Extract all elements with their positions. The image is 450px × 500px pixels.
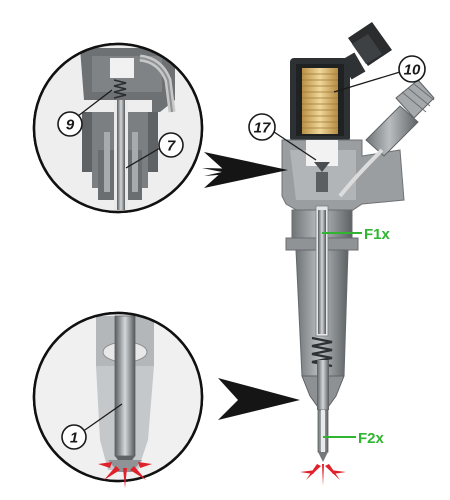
leader-7	[125, 147, 161, 169]
callout-9: 9	[57, 111, 83, 137]
force-indicator-upper: F1x	[322, 226, 391, 243]
callout-17-label: 17	[254, 120, 271, 137]
spray-main	[300, 464, 346, 486]
detail-lens-upper	[32, 42, 204, 214]
return-spring	[311, 336, 333, 368]
callout-10: 10	[398, 55, 426, 83]
pointer-arrow-lower	[218, 378, 300, 420]
force-indicator-lower: F2x	[323, 430, 385, 447]
force-label-lower: F2x	[358, 430, 385, 447]
callout-7: 7	[158, 132, 184, 158]
callout-1-label: 1	[70, 430, 78, 447]
leader-10	[333, 71, 401, 93]
detail-lens-lower	[32, 311, 204, 483]
leader-1	[81, 403, 123, 433]
callout-9-label: 9	[66, 117, 75, 134]
force-label-upper: F1x	[364, 226, 391, 243]
pointer-arrow-upper	[202, 152, 288, 188]
fuel-inlet	[338, 79, 435, 198]
injector-body	[281, 22, 435, 462]
callout-7-label: 7	[167, 138, 176, 155]
spray-lens	[98, 462, 152, 488]
leader-9	[77, 89, 113, 117]
callout-10-label: 10	[404, 62, 421, 79]
solenoid-coil	[302, 68, 338, 134]
leader-17	[273, 131, 317, 161]
callout-17: 17	[248, 113, 276, 141]
callout-1: 1	[61, 424, 87, 450]
